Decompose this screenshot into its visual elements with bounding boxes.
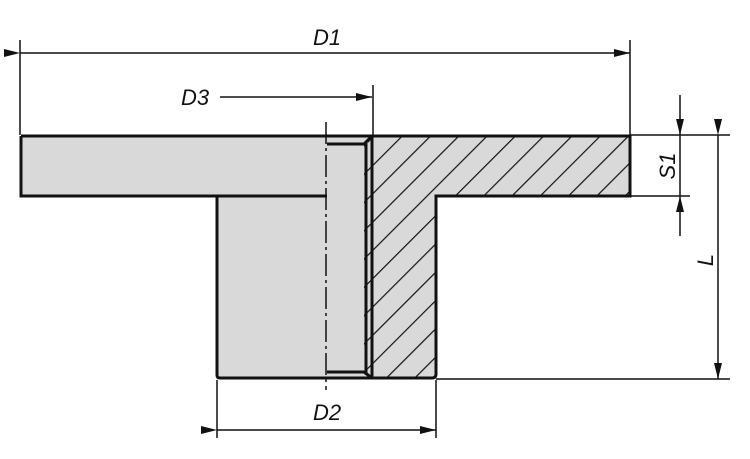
d3-label: D3 xyxy=(181,85,210,110)
section-hatch xyxy=(368,136,630,378)
part-outer-view xyxy=(21,136,326,378)
part-outline xyxy=(19,134,632,380)
d1-label: D1 xyxy=(313,25,341,50)
s1-label: S1 xyxy=(655,153,680,180)
d2-label: D2 xyxy=(313,400,341,425)
dimension-lines xyxy=(4,40,730,438)
l-label: L xyxy=(693,254,718,266)
bore xyxy=(326,136,368,378)
